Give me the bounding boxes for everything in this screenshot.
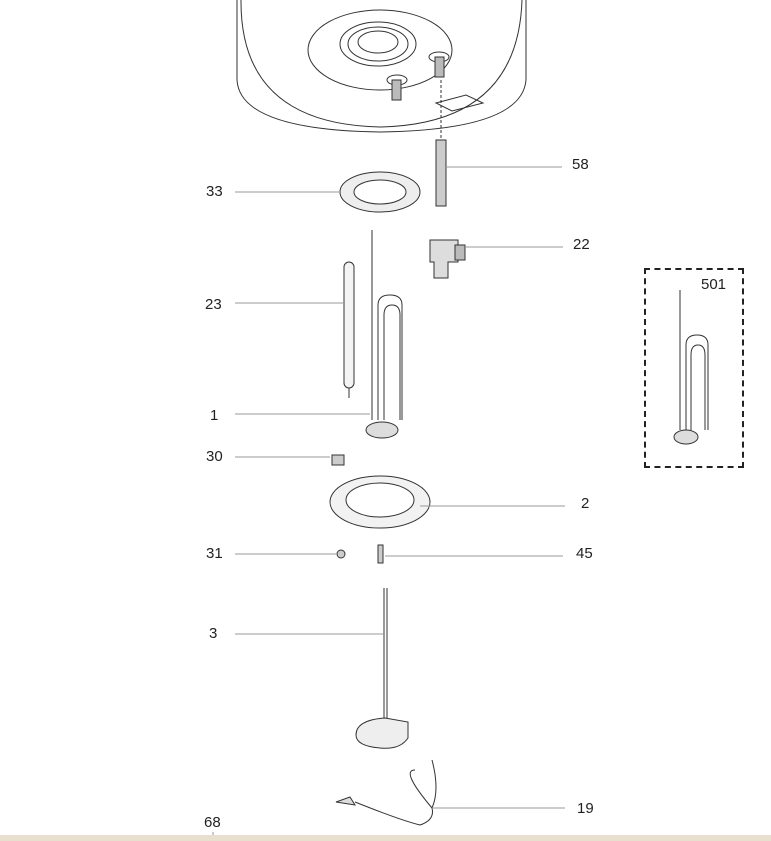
callout-45: 45 (576, 545, 593, 562)
callout-58: 58 (572, 156, 589, 173)
callout-23: 23 (205, 296, 222, 313)
callout-22: 22 (573, 236, 590, 253)
callout-30: 30 (206, 448, 223, 465)
callout-1: 1 (210, 407, 219, 424)
callout-2: 2 (581, 495, 590, 512)
footer-bar (0, 835, 771, 841)
callout-501: 501 (701, 276, 727, 293)
part-2-flange (329, 475, 565, 529)
part-3-thermostat (235, 588, 409, 749)
part-19-cable (212, 759, 565, 835)
callout-33: 33 (206, 183, 223, 200)
callout-3: 3 (209, 625, 218, 642)
part-33-gasket (235, 171, 421, 213)
part-22-valve (429, 239, 563, 279)
part-30-clamp (235, 454, 345, 466)
callout-68: 68 (204, 814, 221, 831)
part-501-assembly (673, 290, 709, 445)
part-45-screw (377, 544, 563, 564)
inset-box-501 (644, 268, 744, 468)
tank-bottom (236, 0, 527, 140)
part-23-anode (235, 261, 355, 398)
callout-31: 31 (206, 545, 223, 562)
part-58-drain-fitting (435, 139, 562, 207)
callout-19: 19 (577, 800, 594, 817)
part-1-heating-element (235, 230, 403, 439)
part-31-nut (235, 549, 346, 559)
